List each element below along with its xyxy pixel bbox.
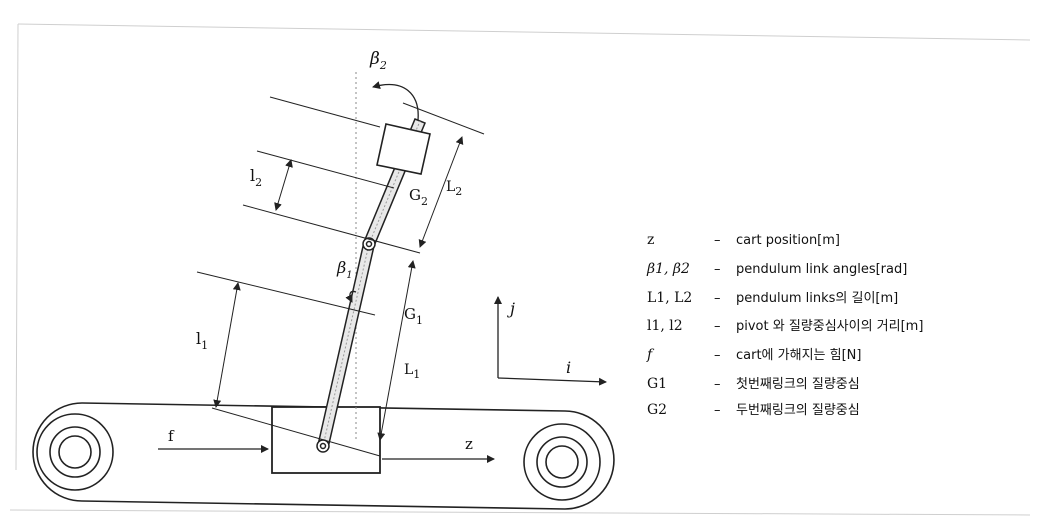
legend-row-l: l1, l2 – pivot 와 질량중심사이의 거리[m] — [647, 318, 923, 334]
pivot-joints — [316, 237, 376, 453]
svg-text:–: – — [714, 233, 721, 248]
beta1-arc — [345, 290, 357, 303]
legend-row-beta: β1, β2 – pendulum link angles[rad] — [646, 261, 907, 277]
axis-i-arrow — [497, 377, 607, 386]
beta1-label: β1 — [336, 258, 353, 281]
svg-text:–: – — [714, 377, 721, 392]
L2-label: L2 — [446, 179, 462, 198]
svg-text:pendulum links의 길이[m]: pendulum links의 길이[m] — [736, 291, 898, 306]
l2-dimension-arrow — [274, 159, 293, 211]
svg-text:–: – — [714, 403, 721, 418]
svg-text:z: z — [647, 232, 654, 248]
frame — [9, 23, 1031, 516]
L1-dimension-arrow — [377, 260, 416, 441]
axis-j-label: j — [507, 299, 515, 318]
beta2-arc — [372, 81, 419, 121]
svg-text:β1, β2: β1, β2 — [646, 261, 690, 277]
legend-row-L: L1, L2 – pendulum links의 길이[m] — [647, 290, 898, 306]
svg-text:두번째링크의 질량중심: 두번째링크의 질량중심 — [736, 403, 860, 418]
dimension-lines — [196, 96, 485, 316]
G1-label: G1 — [404, 305, 423, 327]
legend-row-f: f – cart에 가해지는 힘[N] — [646, 347, 861, 363]
left-wheel — [36, 413, 114, 491]
svg-text:–: – — [714, 262, 721, 277]
svg-text:–: – — [714, 348, 721, 363]
position-label: z — [465, 435, 473, 453]
l1-dimension-arrow — [213, 282, 241, 408]
G2-label: G2 — [409, 186, 428, 208]
l2-label: l2 — [250, 166, 262, 189]
right-wheel — [523, 423, 601, 501]
svg-text:cart에 가해지는 힘[N]: cart에 가해지는 힘[N] — [736, 348, 861, 363]
svg-text:첫번째링크의 질량중심: 첫번째링크의 질량중심 — [736, 377, 860, 392]
beta2-label: β2 — [369, 49, 387, 72]
legend-row-z: z – cart position[m] — [647, 232, 840, 248]
l1-label: l1 — [196, 329, 208, 352]
dimension-arrows — [213, 136, 464, 441]
legend: z – cart position[m] β1, β2 – pendulum l… — [646, 232, 923, 418]
svg-text:f: f — [646, 347, 655, 363]
end-mass — [376, 123, 431, 175]
svg-text:–: – — [714, 291, 721, 306]
svg-text:G2: G2 — [647, 402, 667, 418]
legend-row-G1: G1 – 첫번째링크의 질량중심 — [647, 376, 860, 392]
svg-text:pendulum link angles[rad]: pendulum link angles[rad] — [736, 262, 907, 277]
svg-text:–: – — [714, 319, 721, 334]
svg-text:L1, L2: L1, L2 — [647, 290, 692, 306]
L2-dimension-arrow — [418, 136, 464, 248]
L1-label: L1 — [404, 362, 420, 381]
svg-text:G1: G1 — [647, 376, 667, 392]
cart-reference-line — [211, 407, 381, 457]
svg-text:cart position[m]: cart position[m] — [736, 233, 840, 248]
legend-row-G2: G2 – 두번째링크의 질량중심 — [647, 402, 860, 418]
svg-text:l1, l2: l1, l2 — [647, 318, 683, 334]
svg-text:pivot 와 질량중심사이의 거리[m]: pivot 와 질량중심사이의 거리[m] — [736, 319, 923, 334]
axis-i-label: i — [566, 358, 571, 377]
force-label: f — [168, 427, 175, 445]
